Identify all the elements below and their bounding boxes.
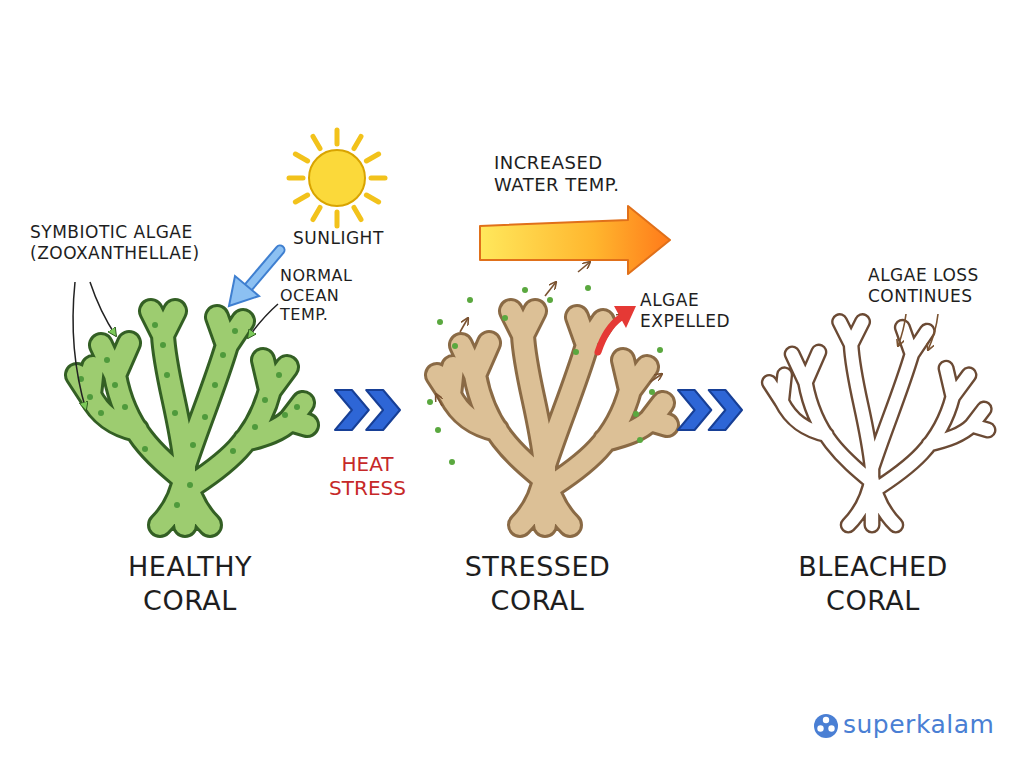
sunlight-arrow — [246, 250, 280, 290]
edge-label: HEAT STRESS — [318, 452, 418, 500]
drift-arrows — [436, 262, 662, 406]
coral-outline — [769, 322, 988, 525]
chevron — [678, 390, 711, 430]
coral-stage: STRESSED CORAL — [405, 300, 670, 622]
coral-fill — [437, 311, 667, 525]
coral-stage: BLEACHED CORAL — [750, 300, 996, 622]
chevron — [709, 390, 742, 430]
leader-lines — [73, 282, 278, 410]
chevron-connector — [678, 390, 742, 430]
loss-leaders — [898, 314, 938, 350]
annotation-label: SYMBIOTIC ALGAE (ZOOXANTHELLAE) — [30, 222, 230, 263]
annotation-label: NORMAL OCEAN TEMP. — [280, 266, 365, 325]
annotation-label: SUNLIGHT — [293, 228, 403, 249]
annotation-label: INCREASED WATER TEMP. — [494, 152, 654, 196]
coral-stage: HEALTHY CORAL — [50, 300, 330, 622]
bleached-coral — [769, 322, 988, 525]
sun — [309, 150, 365, 206]
watermark: superkalam — [843, 710, 1013, 741]
coral-title: STRESSED CORAL — [448, 550, 628, 618]
coral-title: BLEACHED CORAL — [783, 550, 963, 618]
healthy-coral — [77, 311, 307, 525]
coral-title: HEALTHY CORAL — [100, 550, 280, 618]
sunlight-arrow-outline — [246, 250, 280, 290]
coral-fill — [77, 311, 307, 525]
coral-fill — [769, 322, 988, 525]
sunlight-arrow-head — [229, 276, 259, 306]
coral-outline — [77, 311, 307, 525]
sun-rays — [289, 130, 385, 226]
chevron-connector — [335, 390, 400, 430]
expelled-arrow — [598, 318, 620, 352]
annotation-label: ALGAE LOSS CONTINUES — [868, 265, 1008, 306]
coral-outline — [437, 311, 667, 525]
chevron — [366, 390, 400, 430]
temperature-arrow — [480, 206, 670, 274]
algae-dots — [78, 322, 300, 508]
chevron — [335, 390, 369, 430]
watermark-icon — [814, 714, 838, 738]
expelled-arrow-head — [614, 306, 636, 328]
expelled-algae — [427, 285, 663, 465]
annotation-label: ALGAE EXPELLED — [640, 290, 750, 331]
stressed-coral — [437, 311, 667, 525]
